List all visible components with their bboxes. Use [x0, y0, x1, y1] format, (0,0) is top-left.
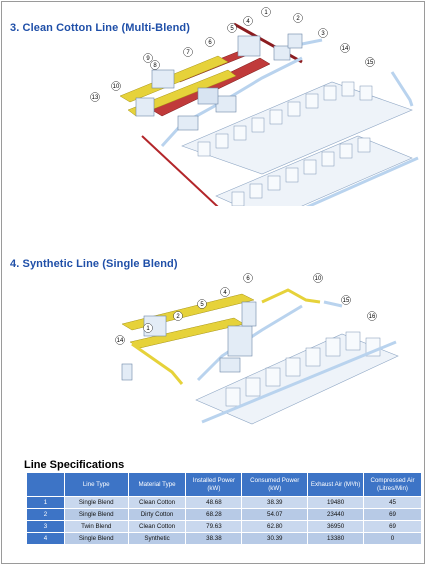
- installed-power-cell: 48.68: [185, 496, 243, 509]
- line-type-cell: Single Blend: [63, 508, 129, 521]
- callout-number: 13: [92, 95, 99, 101]
- carding-area: [181, 81, 413, 175]
- table-row: 1 Single Blend Clean Cotton 48.68 38.39 …: [26, 496, 422, 509]
- callout-number: 14: [117, 338, 124, 344]
- installed-power-cell: 68.28: [185, 508, 243, 521]
- callout-number: 14: [342, 46, 349, 52]
- header-exhaust-air: Exhaust Air (M³/h): [307, 472, 365, 497]
- consumed-power-cell: 38.39: [241, 496, 309, 509]
- callout-number: 9: [146, 56, 150, 62]
- callout-number: 2: [176, 314, 180, 320]
- line-type-cell: Single Blend: [63, 496, 129, 509]
- callout-number: 7: [186, 50, 190, 56]
- material-type-cell: Synthetic: [127, 532, 187, 545]
- table-row: 3 Twin Blend Clean Cotton 79.63 62.80 36…: [26, 520, 422, 533]
- callout-number: 10: [113, 84, 120, 90]
- installed-power-cell: 79.63: [185, 520, 243, 533]
- line-type-cell: Twin Blend: [63, 520, 129, 533]
- callout-number: 10: [315, 276, 322, 282]
- compressed-air-cell: 0: [363, 532, 422, 545]
- callout-number: 1: [146, 326, 150, 332]
- consumed-power-cell: 54.07: [241, 508, 309, 521]
- row-index: 4: [26, 532, 65, 545]
- row-index: 1: [26, 496, 65, 509]
- callout-number: 2: [296, 16, 300, 22]
- callout-number: 15: [343, 298, 350, 304]
- header-compressed-air: Compressed Air (Litres/Min): [363, 472, 422, 497]
- red-duct-long: [141, 135, 219, 206]
- callout-number: 4: [246, 19, 250, 25]
- specs-table: Line Type Material Type Installed Power …: [26, 472, 422, 545]
- header-line-type: Line Type: [63, 472, 129, 497]
- machine-box: [237, 35, 261, 57]
- clean-cotton-line-diagram: 1 2 3 4 5 6 7 89 10 13 14 15: [90, 7, 419, 206]
- material-type-cell: Dirty Cotton: [127, 508, 187, 521]
- row-index: 3: [26, 520, 65, 533]
- callout-number: 5: [230, 26, 234, 32]
- specs-header-row: Line Type Material Type Installed Power …: [26, 472, 422, 497]
- callout-number: 6: [246, 276, 250, 282]
- consumed-power-cell: 30.39: [241, 532, 309, 545]
- table-row: 4 Single Blend Synthetic 38.38 30.39 133…: [26, 532, 422, 545]
- callout-number: 6: [208, 40, 212, 46]
- header-consumed-power: Consumed Power (kW): [241, 472, 309, 497]
- exhaust-air-cell: 36950: [307, 520, 365, 533]
- callout-number: 3: [321, 31, 325, 37]
- carding-area-2: [195, 333, 399, 425]
- synthetic-line-diagram: 12456910141516: [115, 273, 399, 425]
- material-type-cell: Clean Cotton: [127, 496, 187, 509]
- header-installed-power: Installed Power (kW): [185, 472, 243, 497]
- table-row: 2 Single Blend Dirty Cotton 68.28 54.07 …: [26, 508, 422, 521]
- specs-title: Line Specifications: [24, 459, 125, 471]
- exhaust-air-cell: 23440: [307, 508, 365, 521]
- exhaust-air-cell: 19480: [307, 496, 365, 509]
- callout-number: 1: [264, 10, 268, 16]
- section2-title: 4. Synthetic Line (Single Blend): [10, 258, 178, 270]
- callout-number: 15: [367, 60, 374, 66]
- callout-number: 16: [369, 314, 376, 320]
- exhaust-air-cell: 13380: [307, 532, 365, 545]
- consumed-power-cell: 62.80: [241, 520, 309, 533]
- header-index: [26, 472, 65, 497]
- callout-number: 5: [200, 302, 204, 308]
- material-type-cell: Clean Cotton: [127, 520, 187, 533]
- compressed-air-cell: 69: [363, 508, 422, 521]
- installed-power-cell: 38.38: [185, 532, 243, 545]
- compressed-air-cell: 45: [363, 496, 422, 509]
- header-material-type: Material Type: [127, 472, 187, 497]
- compressed-air-cell: 69: [363, 520, 422, 533]
- row-index: 2: [26, 508, 65, 521]
- line-type-cell: Single Blend: [63, 532, 129, 545]
- section1-title: 3. Clean Cotton Line (Multi-Blend): [10, 22, 190, 34]
- callout-number: 4: [223, 290, 227, 296]
- callout-number: 8: [153, 63, 157, 69]
